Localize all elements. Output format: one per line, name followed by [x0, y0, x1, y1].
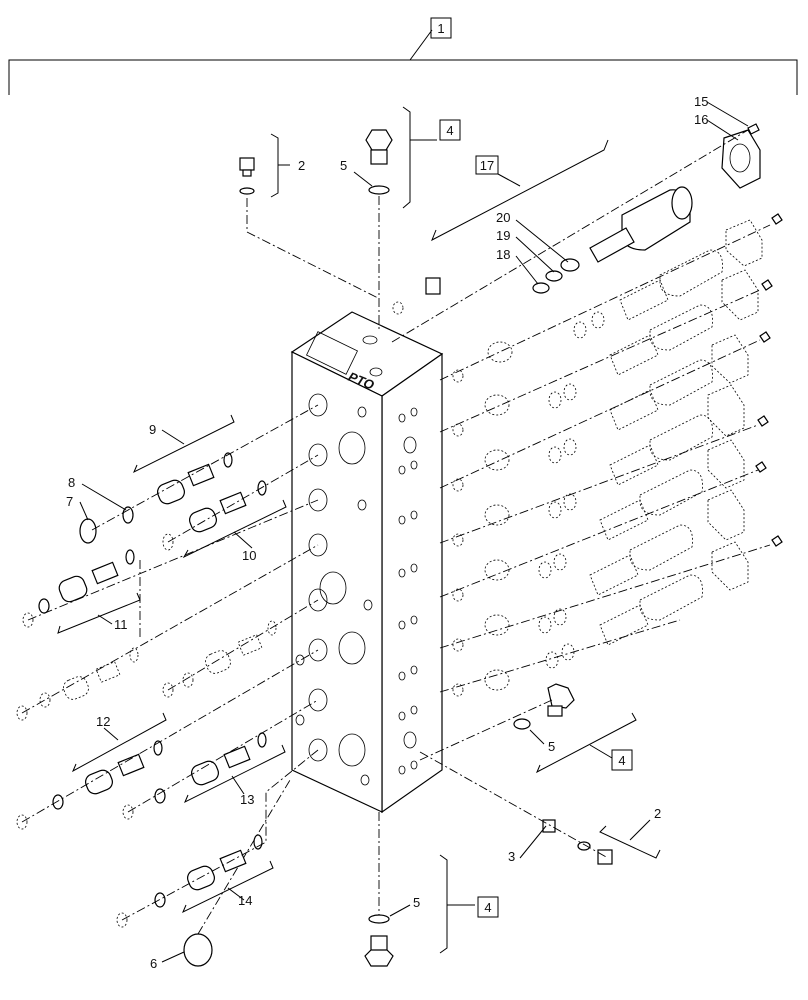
callout-bracket-4-top: 4 — [402, 106, 461, 209]
dotted-cartridges-mid — [16, 544, 319, 721]
callout-1: 1 — [430, 17, 452, 39]
top-fitting — [392, 277, 441, 315]
svg-text:2: 2 — [298, 158, 305, 173]
leader-8 — [81, 483, 127, 511]
leader-15 — [706, 101, 749, 127]
svg-text:4: 4 — [484, 900, 491, 915]
svg-text:4: 4 — [618, 753, 625, 768]
svg-text:4: 4 — [446, 123, 453, 138]
callout-bracket-13: 13 — [184, 744, 286, 807]
leader-7 — [79, 501, 89, 521]
callout-bracket-4-bottom: 4 — [439, 854, 499, 954]
label-3: 3 — [508, 849, 515, 864]
bottom-plug — [364, 812, 394, 967]
svg-text:13: 13 — [240, 792, 254, 807]
cartridge-group-12 — [16, 649, 319, 830]
callout-17: 17 — [431, 139, 609, 242]
leader-5-bottom — [389, 904, 411, 917]
callout-bracket-9: 9 — [133, 414, 235, 474]
svg-text:9: 9 — [149, 422, 156, 437]
callout-bracket-14: 14 — [182, 860, 274, 914]
callout-2-top: 2 — [270, 133, 305, 198]
valve-block: PTO — [290, 311, 444, 814]
label-5-right: 5 — [548, 739, 555, 754]
leader-6 — [161, 951, 185, 963]
label-6: 6 — [150, 956, 157, 971]
leader-20 — [515, 219, 569, 263]
label-20: 20 — [496, 210, 510, 225]
leader-5-right — [529, 729, 545, 745]
callout-bracket-10: 10 — [182, 499, 287, 563]
callout-2-right: 2 — [599, 806, 661, 859]
right-lower-plug — [419, 683, 575, 761]
cartridge-group-13 — [122, 699, 319, 820]
leader-16 — [706, 119, 739, 141]
svg-text:12: 12 — [96, 714, 110, 729]
callout-bracket-11: 11 — [57, 592, 141, 634]
label-5-bottom: 5 — [413, 895, 420, 910]
leader-19 — [515, 236, 555, 273]
cartridge-group-9 — [79, 404, 319, 544]
svg-text:1: 1 — [437, 21, 444, 36]
svg-text:2: 2 — [654, 806, 661, 821]
label-8: 8 — [68, 475, 75, 490]
leader-3 — [519, 825, 547, 859]
top-small-plug — [239, 157, 379, 299]
label-18: 18 — [496, 247, 510, 262]
callout-bracket-12: 12 — [71, 712, 167, 773]
label-16: 16 — [694, 112, 708, 127]
callout-bracket-4-right: 4 — [535, 712, 637, 774]
label-7: 7 — [66, 494, 73, 509]
leader-18 — [515, 255, 539, 285]
right-bottom-small-parts — [419, 751, 613, 865]
cartridge-group-11 — [22, 499, 319, 640]
assembly-bracket — [8, 29, 798, 95]
dotted-solenoid-stack — [439, 213, 783, 697]
cartridge-group-10 — [162, 454, 319, 551]
svg-text:17: 17 — [480, 158, 494, 173]
top-plug — [365, 129, 393, 330]
svg-text:14: 14 — [238, 893, 252, 908]
svg-text:10: 10 — [242, 548, 256, 563]
leader-5-top — [353, 171, 373, 187]
large-oring — [183, 779, 291, 967]
label-19: 19 — [496, 228, 510, 243]
solenoid-main — [391, 123, 761, 343]
label-5-top: 5 — [340, 158, 347, 173]
label-15: 15 — [694, 94, 708, 109]
cartridge-group-14 — [116, 749, 319, 928]
svg-text:11: 11 — [114, 617, 128, 632]
